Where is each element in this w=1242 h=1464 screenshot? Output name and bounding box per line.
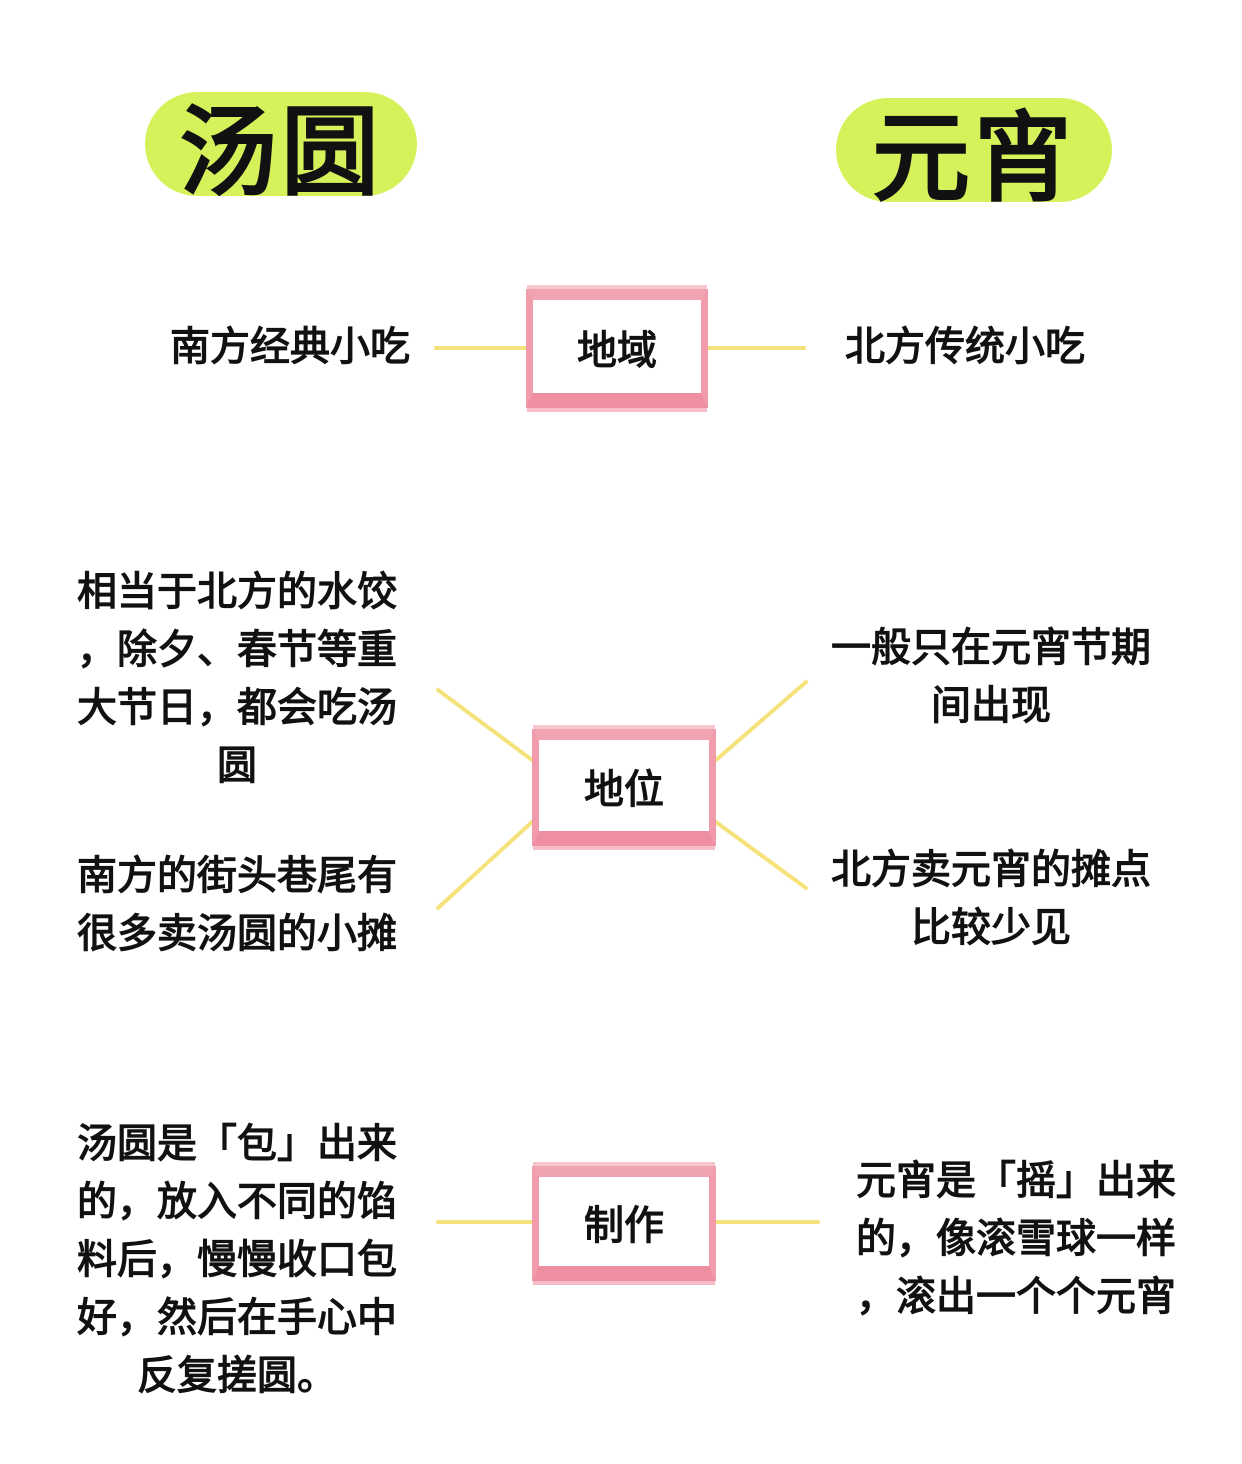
status-yuanxiao-text-2: 北方卖元宵的摊点 比较少见 (831, 847, 1151, 951)
status-tangyuan-text-1: 相当于北方的水饺 ，除夕、春节等重 大节日，都会吃汤 圆 (77, 569, 397, 789)
making-category-box: 制作 (532, 1166, 716, 1281)
connector-status-left-1 (436, 688, 534, 762)
status-tangyuan-text-2: 南方的街头巷尾有 很多卖汤圆的小摊 (77, 853, 397, 957)
region-category-label: 地域 (577, 327, 657, 374)
region-tangyuan-text: 南方经典小吃 (170, 324, 410, 370)
connector-status-left-2 (436, 820, 534, 910)
status-category-label: 地位 (584, 766, 664, 813)
making-category-label: 制作 (584, 1202, 664, 1249)
region-category-box: 地域 (526, 289, 708, 408)
making-yuanxiao-text: 元宵是「摇」出来 的，像滚雪球一样 ，滚出一个个元宵 (856, 1158, 1176, 1320)
connector-status-right-1 (714, 680, 808, 762)
yuanxiao-title: 元宵 (836, 98, 1112, 216)
region-yuanxiao-text: 北方传统小吃 (845, 324, 1085, 370)
tangyuan-title: 汤圆 (145, 92, 417, 210)
status-category-box: 地位 (532, 729, 716, 846)
connector-status-right-2 (714, 820, 808, 890)
making-tangyuan-text: 汤圆是「包」出来 的，放入不同的馅 料后，慢慢收口包 好，然后在手心中 反复搓圆… (77, 1121, 397, 1399)
status-yuanxiao-text-1: 一般只在元宵节期 间出现 (831, 625, 1151, 729)
